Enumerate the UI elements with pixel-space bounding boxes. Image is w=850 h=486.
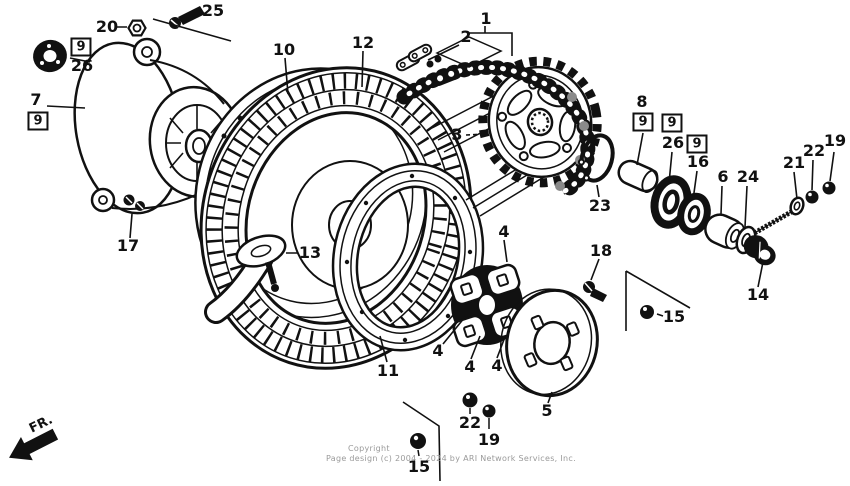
axle-nut-14 bbox=[743, 235, 776, 266]
bolt-18 bbox=[583, 281, 607, 302]
ref-box-9: 9 bbox=[70, 37, 92, 57]
rear-axle bbox=[749, 205, 800, 238]
watermark-line1: Copyright bbox=[348, 444, 390, 453]
callout-4: 4 bbox=[432, 341, 444, 360]
nut-15-bottom bbox=[410, 433, 426, 457]
callout-7: 7 bbox=[30, 90, 42, 109]
callout-22: 22 bbox=[802, 141, 826, 160]
callout-25: 25 bbox=[201, 1, 225, 20]
callout-1: 1 bbox=[480, 9, 492, 28]
callout-5: 5 bbox=[541, 401, 553, 420]
screws-17 bbox=[123, 194, 145, 211]
ref-box-9: 9 bbox=[686, 134, 708, 154]
callout-13: 13 bbox=[298, 243, 322, 262]
watermark-line2: Page design (c) 2004 - 2024 by ARI Netwo… bbox=[326, 454, 576, 463]
nut-19-bottom bbox=[482, 404, 496, 429]
snap-ring bbox=[577, 133, 615, 183]
callout-15: 15 bbox=[662, 307, 686, 326]
callout-23: 23 bbox=[588, 196, 612, 215]
leader-lines bbox=[46, 12, 835, 404]
nut-22-right bbox=[805, 190, 819, 204]
callout-15: 15 bbox=[407, 457, 431, 476]
callout-24: 24 bbox=[736, 167, 760, 186]
callout-12: 12 bbox=[351, 33, 375, 52]
fr-direction-arrow bbox=[9, 428, 59, 461]
callout-26: 26 bbox=[661, 133, 685, 152]
callout-4: 4 bbox=[491, 356, 503, 375]
callout-2: 2 bbox=[460, 27, 472, 46]
spacer-collar-8 bbox=[617, 159, 659, 194]
washer-21 bbox=[789, 196, 805, 216]
callout-4: 4 bbox=[498, 222, 510, 241]
sprocket-carrier-plate bbox=[500, 288, 599, 398]
axle-nut-20 bbox=[127, 19, 147, 37]
callout-14: 14 bbox=[746, 285, 770, 304]
nut-22-bottom bbox=[462, 392, 478, 414]
wheel-bearing-left bbox=[33, 39, 67, 73]
ref-box-9: 9 bbox=[661, 113, 683, 133]
callout-18: 18 bbox=[589, 241, 613, 260]
callout-4: 4 bbox=[464, 357, 476, 376]
callout-20: 20 bbox=[95, 17, 119, 36]
callout-17: 17 bbox=[116, 236, 140, 255]
callout-19: 19 bbox=[477, 430, 501, 449]
nut-15-right bbox=[640, 305, 654, 319]
callout-26: 26 bbox=[70, 56, 94, 75]
callout-6: 6 bbox=[717, 167, 729, 186]
callout-22: 22 bbox=[458, 413, 482, 432]
master-link bbox=[395, 36, 503, 86]
bracket-lines bbox=[152, 18, 691, 482]
dust-seal bbox=[677, 192, 711, 236]
cush-drive-dampers bbox=[449, 263, 525, 348]
ref-box-9: 9 bbox=[27, 111, 49, 131]
callout-21: 21 bbox=[782, 153, 806, 172]
callout-8: 8 bbox=[636, 92, 648, 111]
callout-19: 19 bbox=[823, 131, 847, 150]
callout-10: 10 bbox=[272, 40, 296, 59]
callout-3: 3 bbox=[451, 125, 463, 144]
callout-11: 11 bbox=[376, 361, 400, 380]
inner-tube bbox=[204, 234, 287, 324]
callout-16: 16 bbox=[686, 152, 710, 171]
ref-box-9: 9 bbox=[632, 112, 654, 132]
nut-19-right bbox=[822, 181, 836, 195]
